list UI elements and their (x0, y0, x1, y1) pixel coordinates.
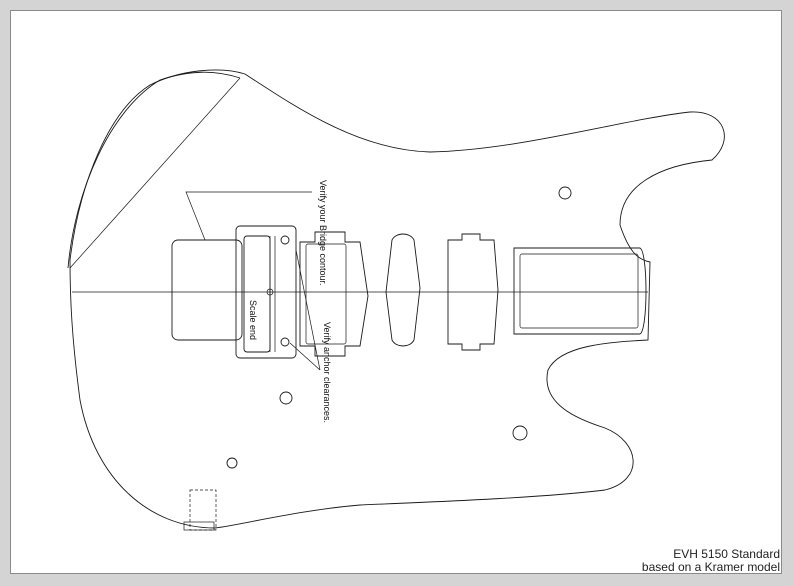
anchor-hole-bottom (280, 337, 290, 347)
volume-hole (279, 391, 293, 405)
bridge-contour-note: Verify your Bridge contour. (318, 180, 328, 286)
bridge-pickup (305, 243, 347, 345)
output-jack (189, 489, 217, 531)
scale-end-note: Scale end (248, 300, 258, 340)
strap-hole-bottom (512, 425, 528, 441)
anchor-leader-2 (295, 249, 321, 371)
title-block: EVH 5150 Standard based on a Kramer mode… (642, 548, 780, 574)
tone-hole (226, 457, 238, 469)
bridge-plate (235, 225, 297, 359)
scale-end-marker (266, 288, 274, 296)
body-outline (69, 69, 725, 529)
neck-pocket-inner (519, 253, 639, 329)
neck-pocket (513, 247, 647, 335)
arm-contour-arc (67, 71, 241, 269)
anchor-leader-1 (289, 342, 321, 371)
bridge-contour-leader (185, 191, 312, 241)
model-name: EVH 5150 Standard (673, 547, 780, 561)
arm-contour-line (69, 77, 241, 269)
output-jack-plate (183, 521, 215, 531)
strap-hole-top (558, 186, 572, 200)
anchor-hole-top (280, 235, 290, 245)
bridge-pickup-route (299, 231, 369, 357)
anchor-clearance-note: Verify anchor clearances. (322, 322, 332, 423)
bridge-route (171, 239, 243, 341)
neck-pickup-route (447, 233, 499, 351)
middle-pickup-route (385, 233, 421, 347)
model-basis: based on a Kramer model (641, 560, 780, 574)
